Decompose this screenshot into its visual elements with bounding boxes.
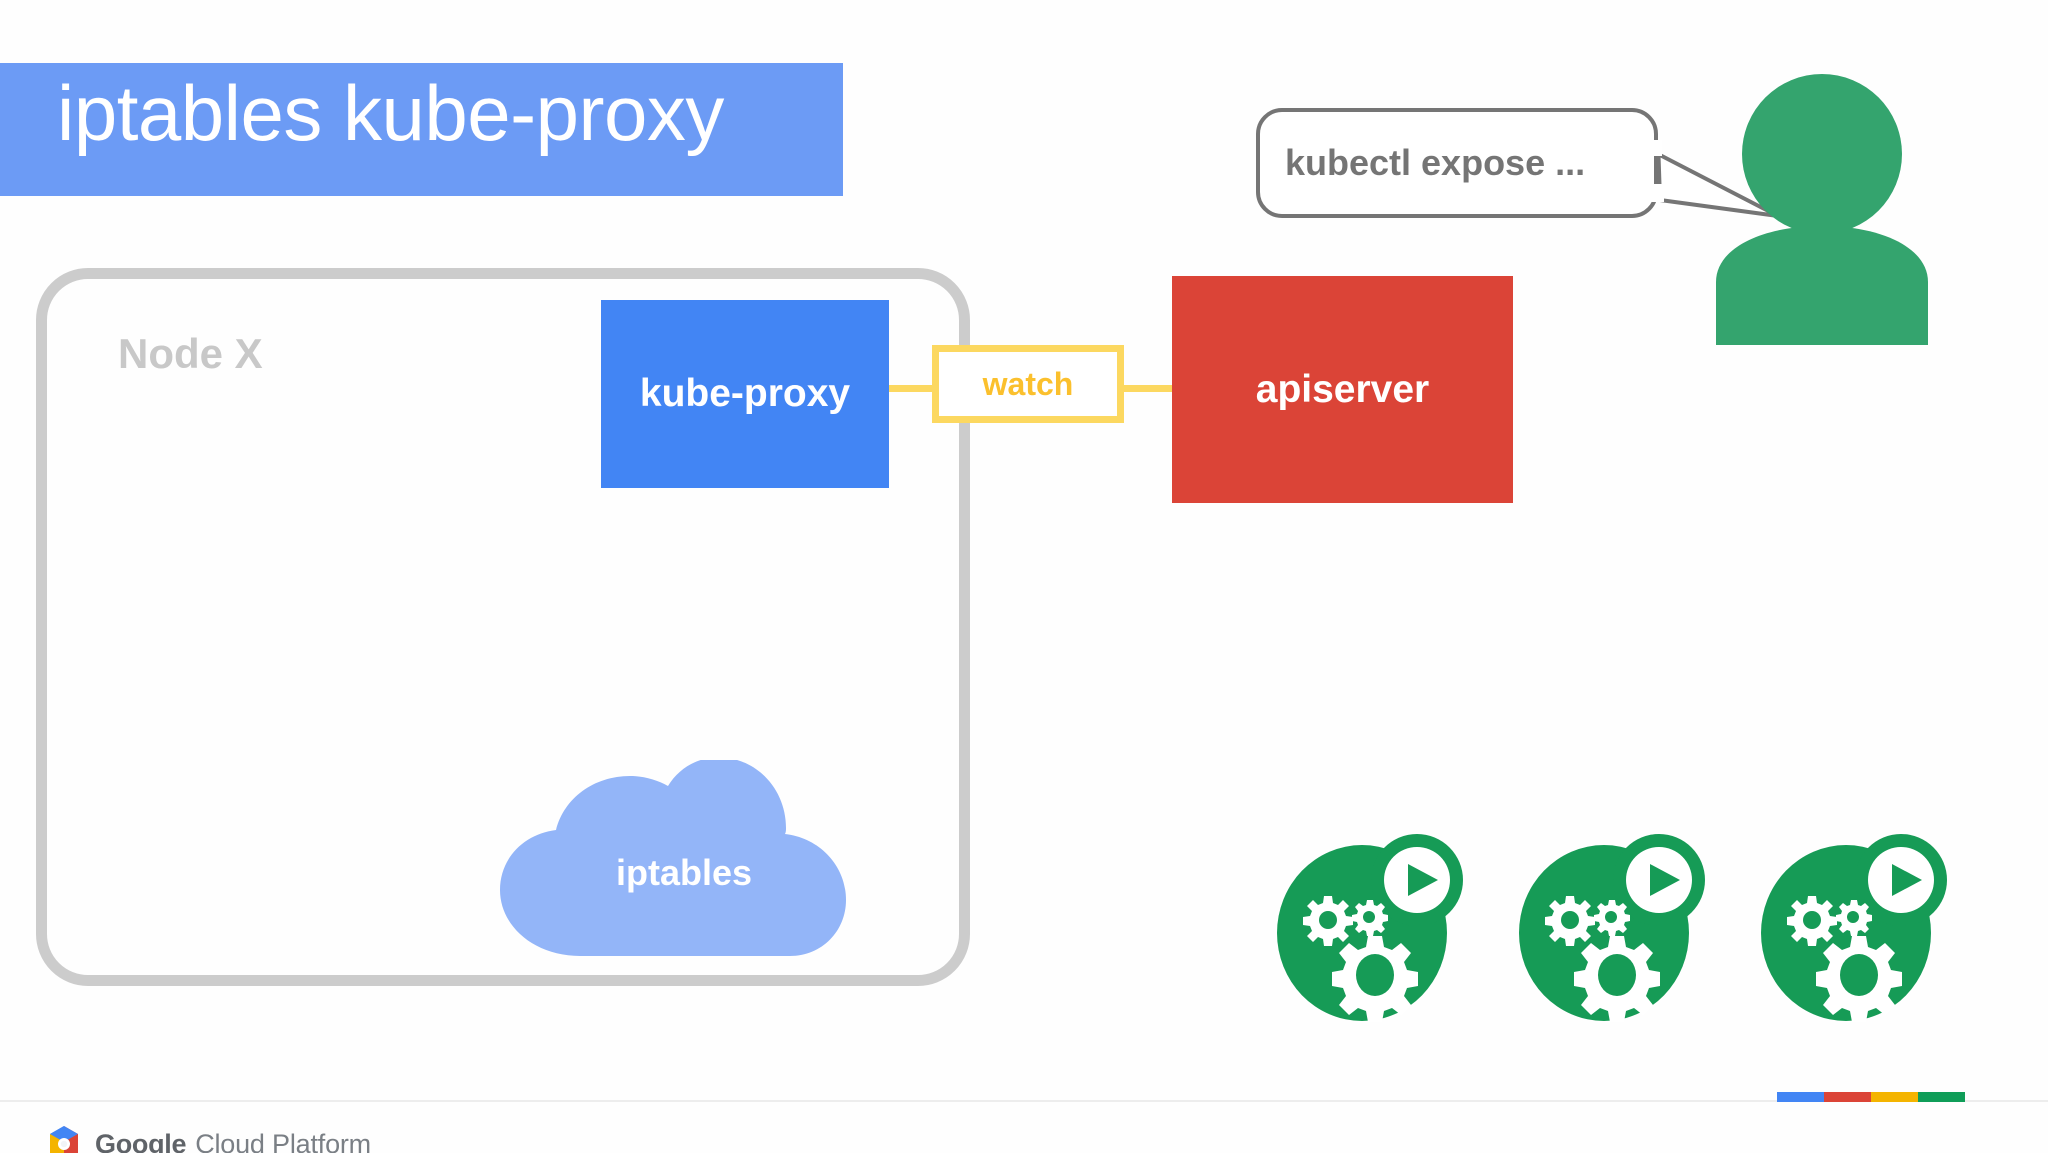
running-pod-icon[interactable]	[1756, 828, 1951, 1023]
watch-label: watch	[982, 365, 1074, 402]
watch-connector-line-left	[889, 385, 934, 392]
speech-bubble-text: kubectl expose ...	[1285, 142, 1586, 183]
page-title: iptables kube-proxy	[57, 69, 724, 157]
node-container-box	[36, 268, 970, 986]
gcp-wordmark-google: Google	[95, 1128, 187, 1153]
brand-bar-segment-yellow	[1871, 1092, 1918, 1102]
running-pod-icon[interactable]	[1514, 828, 1709, 1023]
watch-connector-line-right	[1122, 385, 1174, 392]
brand-bar-segment-green	[1918, 1092, 1965, 1102]
footer-divider	[0, 1100, 2048, 1102]
running-pod-icon[interactable]	[1272, 828, 1467, 1023]
google-cloud-hexagon-icon	[44, 1124, 84, 1153]
kube-proxy-box[interactable]: kube-proxy	[601, 300, 889, 488]
google-brand-color-bar	[1777, 1092, 1965, 1102]
person-icon	[1705, 70, 1975, 345]
watch-label-box: watch	[932, 345, 1124, 423]
node-label: Node X	[118, 330, 263, 377]
apiserver-box[interactable]: apiserver	[1172, 276, 1513, 503]
pod-icons-row	[1272, 828, 1952, 1028]
speech-bubble: kubectl expose ...	[1256, 108, 1658, 218]
brand-bar-segment-red	[1824, 1092, 1871, 1102]
title-banner	[0, 63, 843, 196]
brand-bar-segment-blue	[1777, 1092, 1824, 1102]
google-cloud-platform-logo: Google Cloud Platform	[44, 1124, 371, 1153]
iptables-cloud-shape	[484, 760, 884, 960]
kube-proxy-label: kube-proxy	[639, 372, 851, 415]
apiserver-label: apiserver	[1255, 367, 1430, 411]
gcp-wordmark-cloud-platform: Cloud Platform	[195, 1128, 371, 1153]
